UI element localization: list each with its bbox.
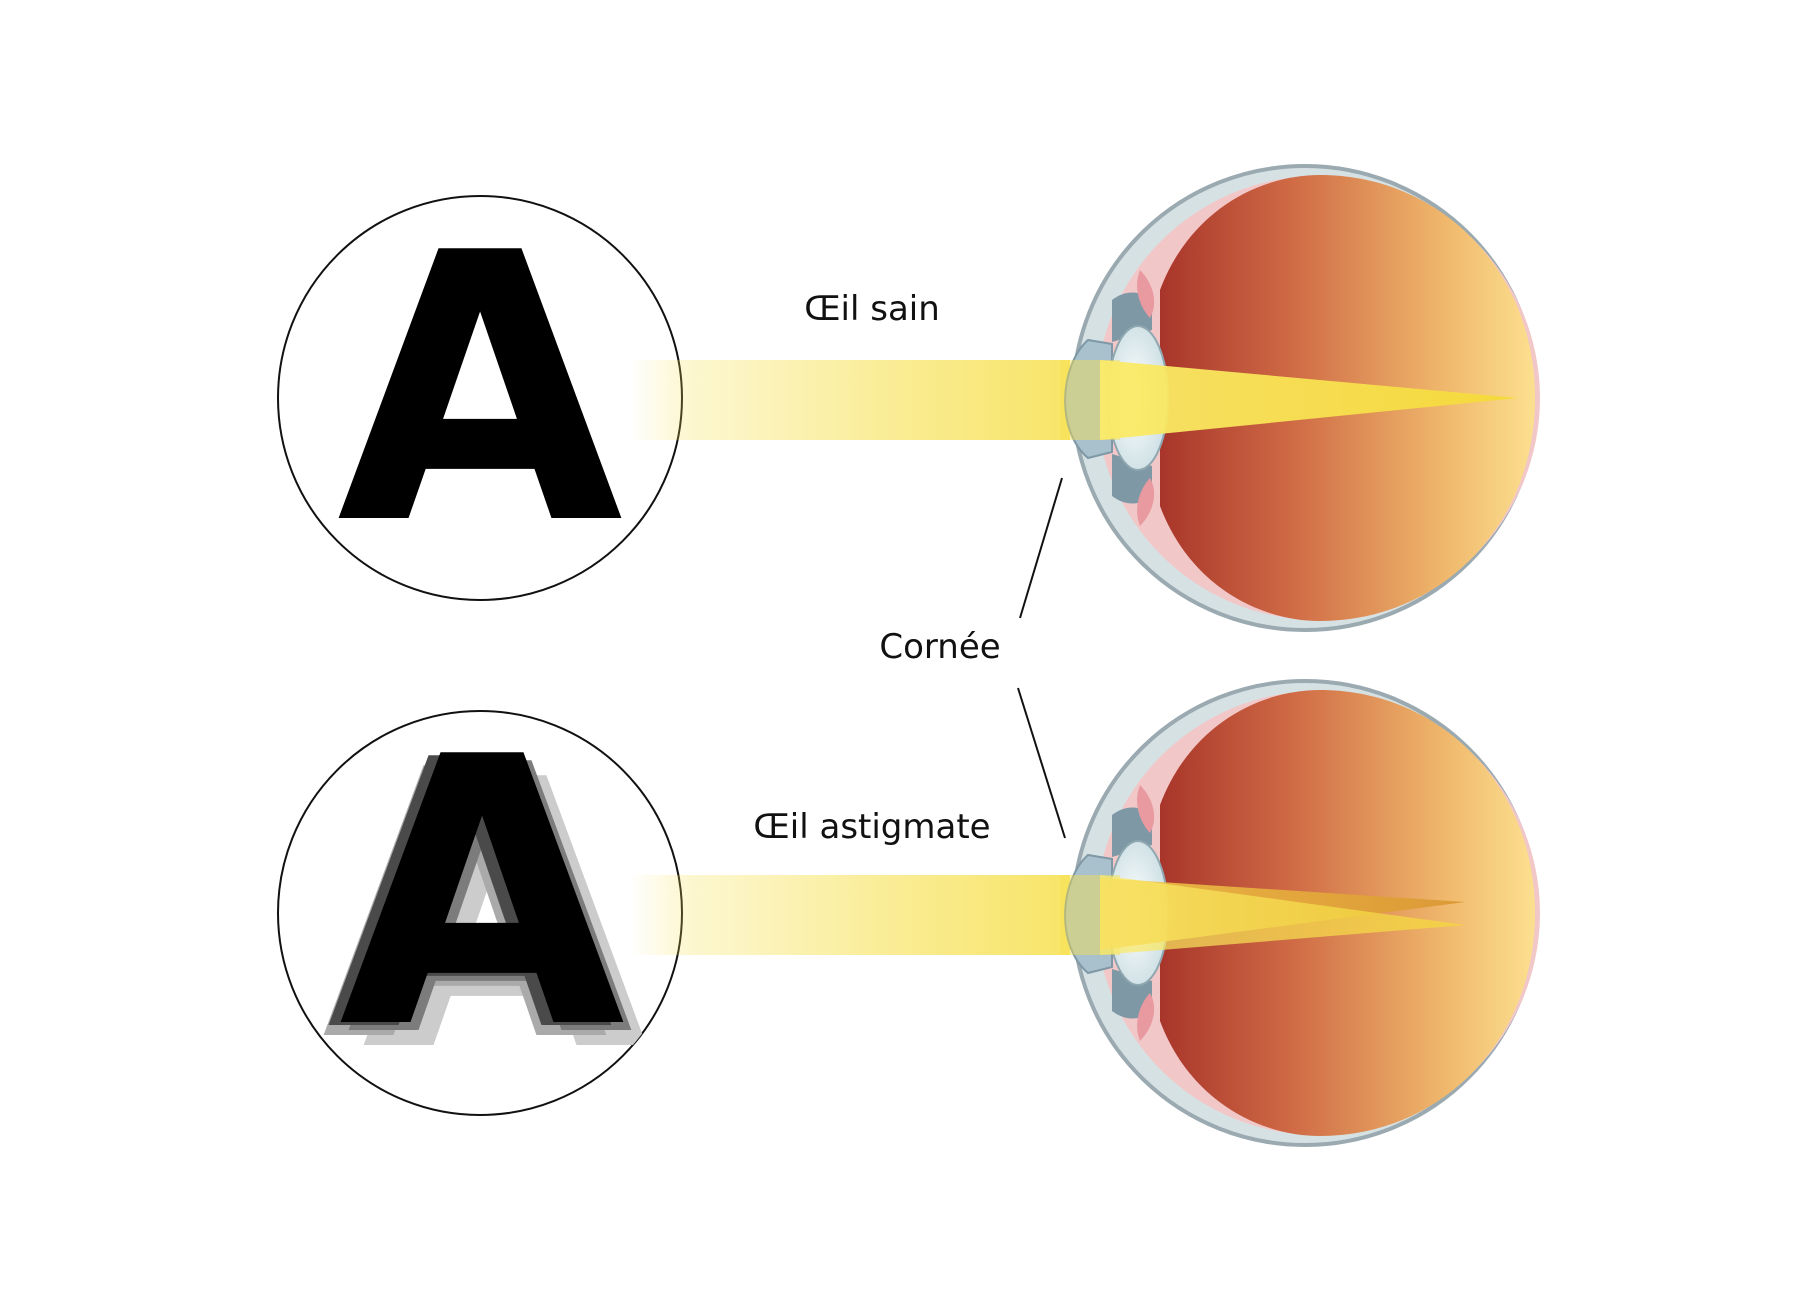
astigmatic-focus-cone-2 (1100, 875, 1465, 955)
cornea-pointer-top (1019, 477, 1063, 619)
ghost-letter-2: A (322, 693, 611, 1123)
astigmatic-vision-circle: A A A A A (277, 680, 683, 1133)
cornea-label: Cornée (879, 627, 1000, 667)
astigmatic-letter: A (339, 680, 628, 1110)
ghost-letter-4: A (327, 683, 616, 1113)
healthy-eye-label: Œil sain (804, 289, 940, 329)
ghost-letter-1: A (362, 703, 651, 1133)
healthy-eye-cross-section (1060, 164, 1540, 632)
healthy-focus-cone (1100, 360, 1518, 440)
healthy-letter: A (337, 176, 626, 606)
cornea-pointer-bottom (1017, 687, 1066, 839)
light-beam-bottom (630, 875, 1070, 955)
ghost-letter-3: A (347, 688, 636, 1118)
light-beam-top (630, 360, 1070, 440)
astigmatic-eye-label: Œil astigmate (753, 807, 990, 847)
healthy-vision-circle: A (277, 176, 683, 606)
astigmatic-eye-cross-section (1060, 679, 1540, 1147)
